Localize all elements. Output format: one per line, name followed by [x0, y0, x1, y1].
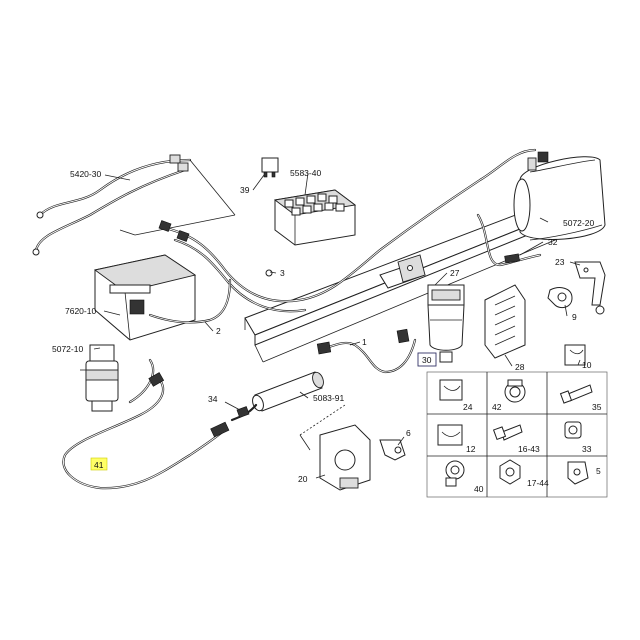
hardware-grid [426, 371, 608, 498]
label-24[interactable]: 24 [463, 402, 473, 412]
clip-12 [437, 424, 463, 446]
fuel-filter-5072-10 [80, 344, 119, 412]
label-5083-91[interactable]: 5083-91 [313, 393, 344, 403]
label-2[interactable]: 2 [216, 326, 221, 336]
label-40[interactable]: 40 [474, 484, 484, 494]
label-34[interactable]: 34 [208, 394, 218, 404]
label-39[interactable]: 39 [240, 185, 250, 195]
connector-34 [224, 401, 250, 418]
relay-39 [261, 157, 279, 178]
fuel-line-32 [476, 213, 542, 267]
label-box-30 [417, 352, 437, 367]
label-28[interactable]: 28 [515, 362, 525, 372]
clip-9 [547, 287, 573, 309]
label-33[interactable]: 33 [582, 444, 592, 454]
label-5072-20[interactable]: 5072-20 [563, 218, 594, 228]
fuel-line-2 [148, 278, 232, 324]
label-17-44[interactable]: 17-44 [527, 478, 549, 488]
nut-17-44 [499, 459, 521, 485]
label-9[interactable]: 9 [572, 312, 577, 322]
bracket-28 [484, 284, 526, 359]
fuel-pump-5083-91 [230, 371, 324, 422]
label-1[interactable]: 1 [362, 337, 367, 347]
label-42[interactable]: 42 [492, 402, 502, 412]
fuse-box-5583-40 [273, 189, 357, 246]
clip-5 [567, 461, 589, 485]
label-30[interactable]: 30 [422, 355, 432, 365]
harness-5420-30 [32, 154, 236, 256]
water-separator-30 [427, 284, 465, 363]
clip-6 [379, 439, 406, 461]
part-labels: 5420-30 39 5583-40 5072-20 3 32 7620-10 … [52, 168, 602, 494]
fuel-line-41 [62, 358, 230, 490]
label-27[interactable]: 27 [450, 268, 460, 278]
fuel-line-1 [316, 328, 417, 374]
label-20[interactable]: 20 [298, 474, 308, 484]
label-5420-30[interactable]: 5420-30 [70, 169, 101, 179]
callout-leaders [93, 172, 581, 479]
label-6[interactable]: 6 [406, 428, 411, 438]
control-unit-7620-10 [93, 254, 197, 341]
clip-24 [439, 379, 463, 401]
label-16-43[interactable]: 16-43 [518, 444, 540, 454]
bracket-27 [379, 254, 426, 289]
label-41[interactable]: 41 [94, 460, 104, 470]
label-5583-40[interactable]: 5583-40 [290, 168, 321, 178]
label-12[interactable]: 12 [466, 444, 476, 454]
label-35[interactable]: 35 [592, 402, 602, 412]
label-5[interactable]: 5 [596, 466, 601, 476]
bolt-35 [559, 384, 593, 404]
fuel-line-3 [158, 148, 537, 313]
leader-lines [299, 404, 346, 451]
clamp-42 [504, 379, 526, 403]
label-10[interactable]: 10 [582, 360, 592, 370]
label-3[interactable]: 3 [280, 268, 285, 278]
bracket-23 [574, 261, 606, 315]
label-7620-10[interactable]: 7620-10 [65, 306, 96, 316]
bolt-16-43 [492, 424, 523, 441]
label-5072-10[interactable]: 5072-10 [52, 344, 83, 354]
washer-33 [564, 421, 582, 439]
label-23[interactable]: 23 [555, 257, 565, 267]
clamp-40 [445, 460, 465, 487]
bracket-20 [319, 424, 371, 491]
label-32[interactable]: 32 [548, 237, 558, 247]
highlight-box-41 [90, 457, 108, 471]
